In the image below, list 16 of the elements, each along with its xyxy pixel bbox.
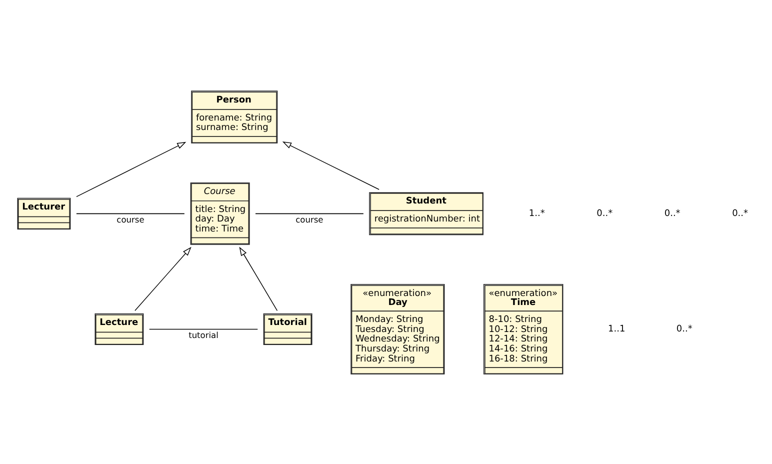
connector <box>148 328 258 330</box>
connector <box>76 212 185 214</box>
edge-label: course <box>296 214 324 224</box>
edge-label: tutorial <box>188 330 218 340</box>
label: 0..* <box>664 208 680 219</box>
arrow <box>239 246 278 311</box>
label: 0..* <box>676 324 692 334</box>
arrow <box>134 246 192 311</box>
label: 0..* <box>596 208 613 219</box>
label: 0..* <box>732 208 748 219</box>
connector <box>255 212 364 214</box>
label: 1..1 <box>608 324 626 334</box>
arrow <box>282 141 380 190</box>
edge-label: course <box>116 214 144 224</box>
label: 1..* <box>528 208 545 219</box>
arrow <box>76 141 186 197</box>
